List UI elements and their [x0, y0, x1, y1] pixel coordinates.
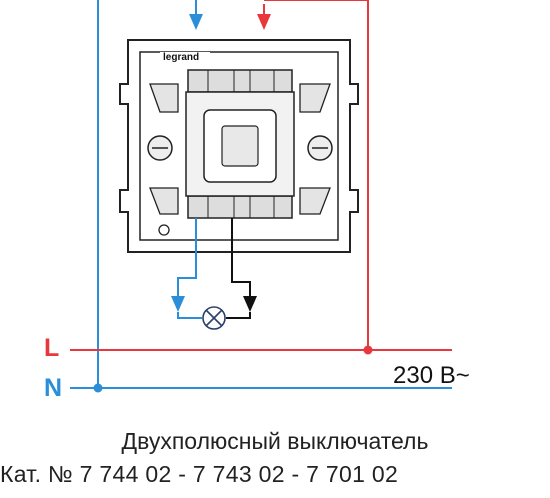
neutral-label: N	[44, 374, 63, 402]
arrows	[171, 14, 271, 312]
load-arrow-bottom-icon	[243, 296, 257, 312]
neutral-wire-out	[177, 218, 197, 298]
lamp-icon	[202, 306, 226, 330]
terminal-block-bottom	[187, 195, 293, 219]
voltage-label: 230 В~	[393, 362, 470, 389]
neutral-arrow-bottom-icon	[171, 296, 185, 312]
switch-mechanism	[119, 39, 359, 253]
bottom-marker-icon	[158, 224, 170, 236]
caption-title: Двухполюсный выключатель	[121, 428, 429, 454]
phase-arrow-top-icon	[257, 14, 271, 30]
rocker-center	[221, 125, 259, 167]
claw-top-left	[149, 83, 179, 113]
legrand-logo-box	[160, 52, 210, 65]
brand-logo: legrand	[163, 52, 200, 63]
neutral-arrow-top-icon	[189, 14, 203, 30]
caption-catalog: Кат. № 7 744 02 - 7 743 02 - 7 701 02	[0, 461, 399, 487]
load-wire	[231, 218, 251, 298]
lamp-link-2	[226, 312, 251, 319]
frame-inner	[139, 51, 339, 241]
claw-bottom-right	[299, 187, 331, 215]
claw-top-right	[299, 83, 331, 113]
claw-bottom-left	[149, 187, 179, 215]
terminal-block-top	[187, 69, 293, 93]
lamp-link	[177, 312, 202, 319]
neutral-junction-dot	[93, 383, 103, 393]
phase-junction-dot	[363, 345, 373, 355]
phase-label: L	[44, 334, 60, 362]
